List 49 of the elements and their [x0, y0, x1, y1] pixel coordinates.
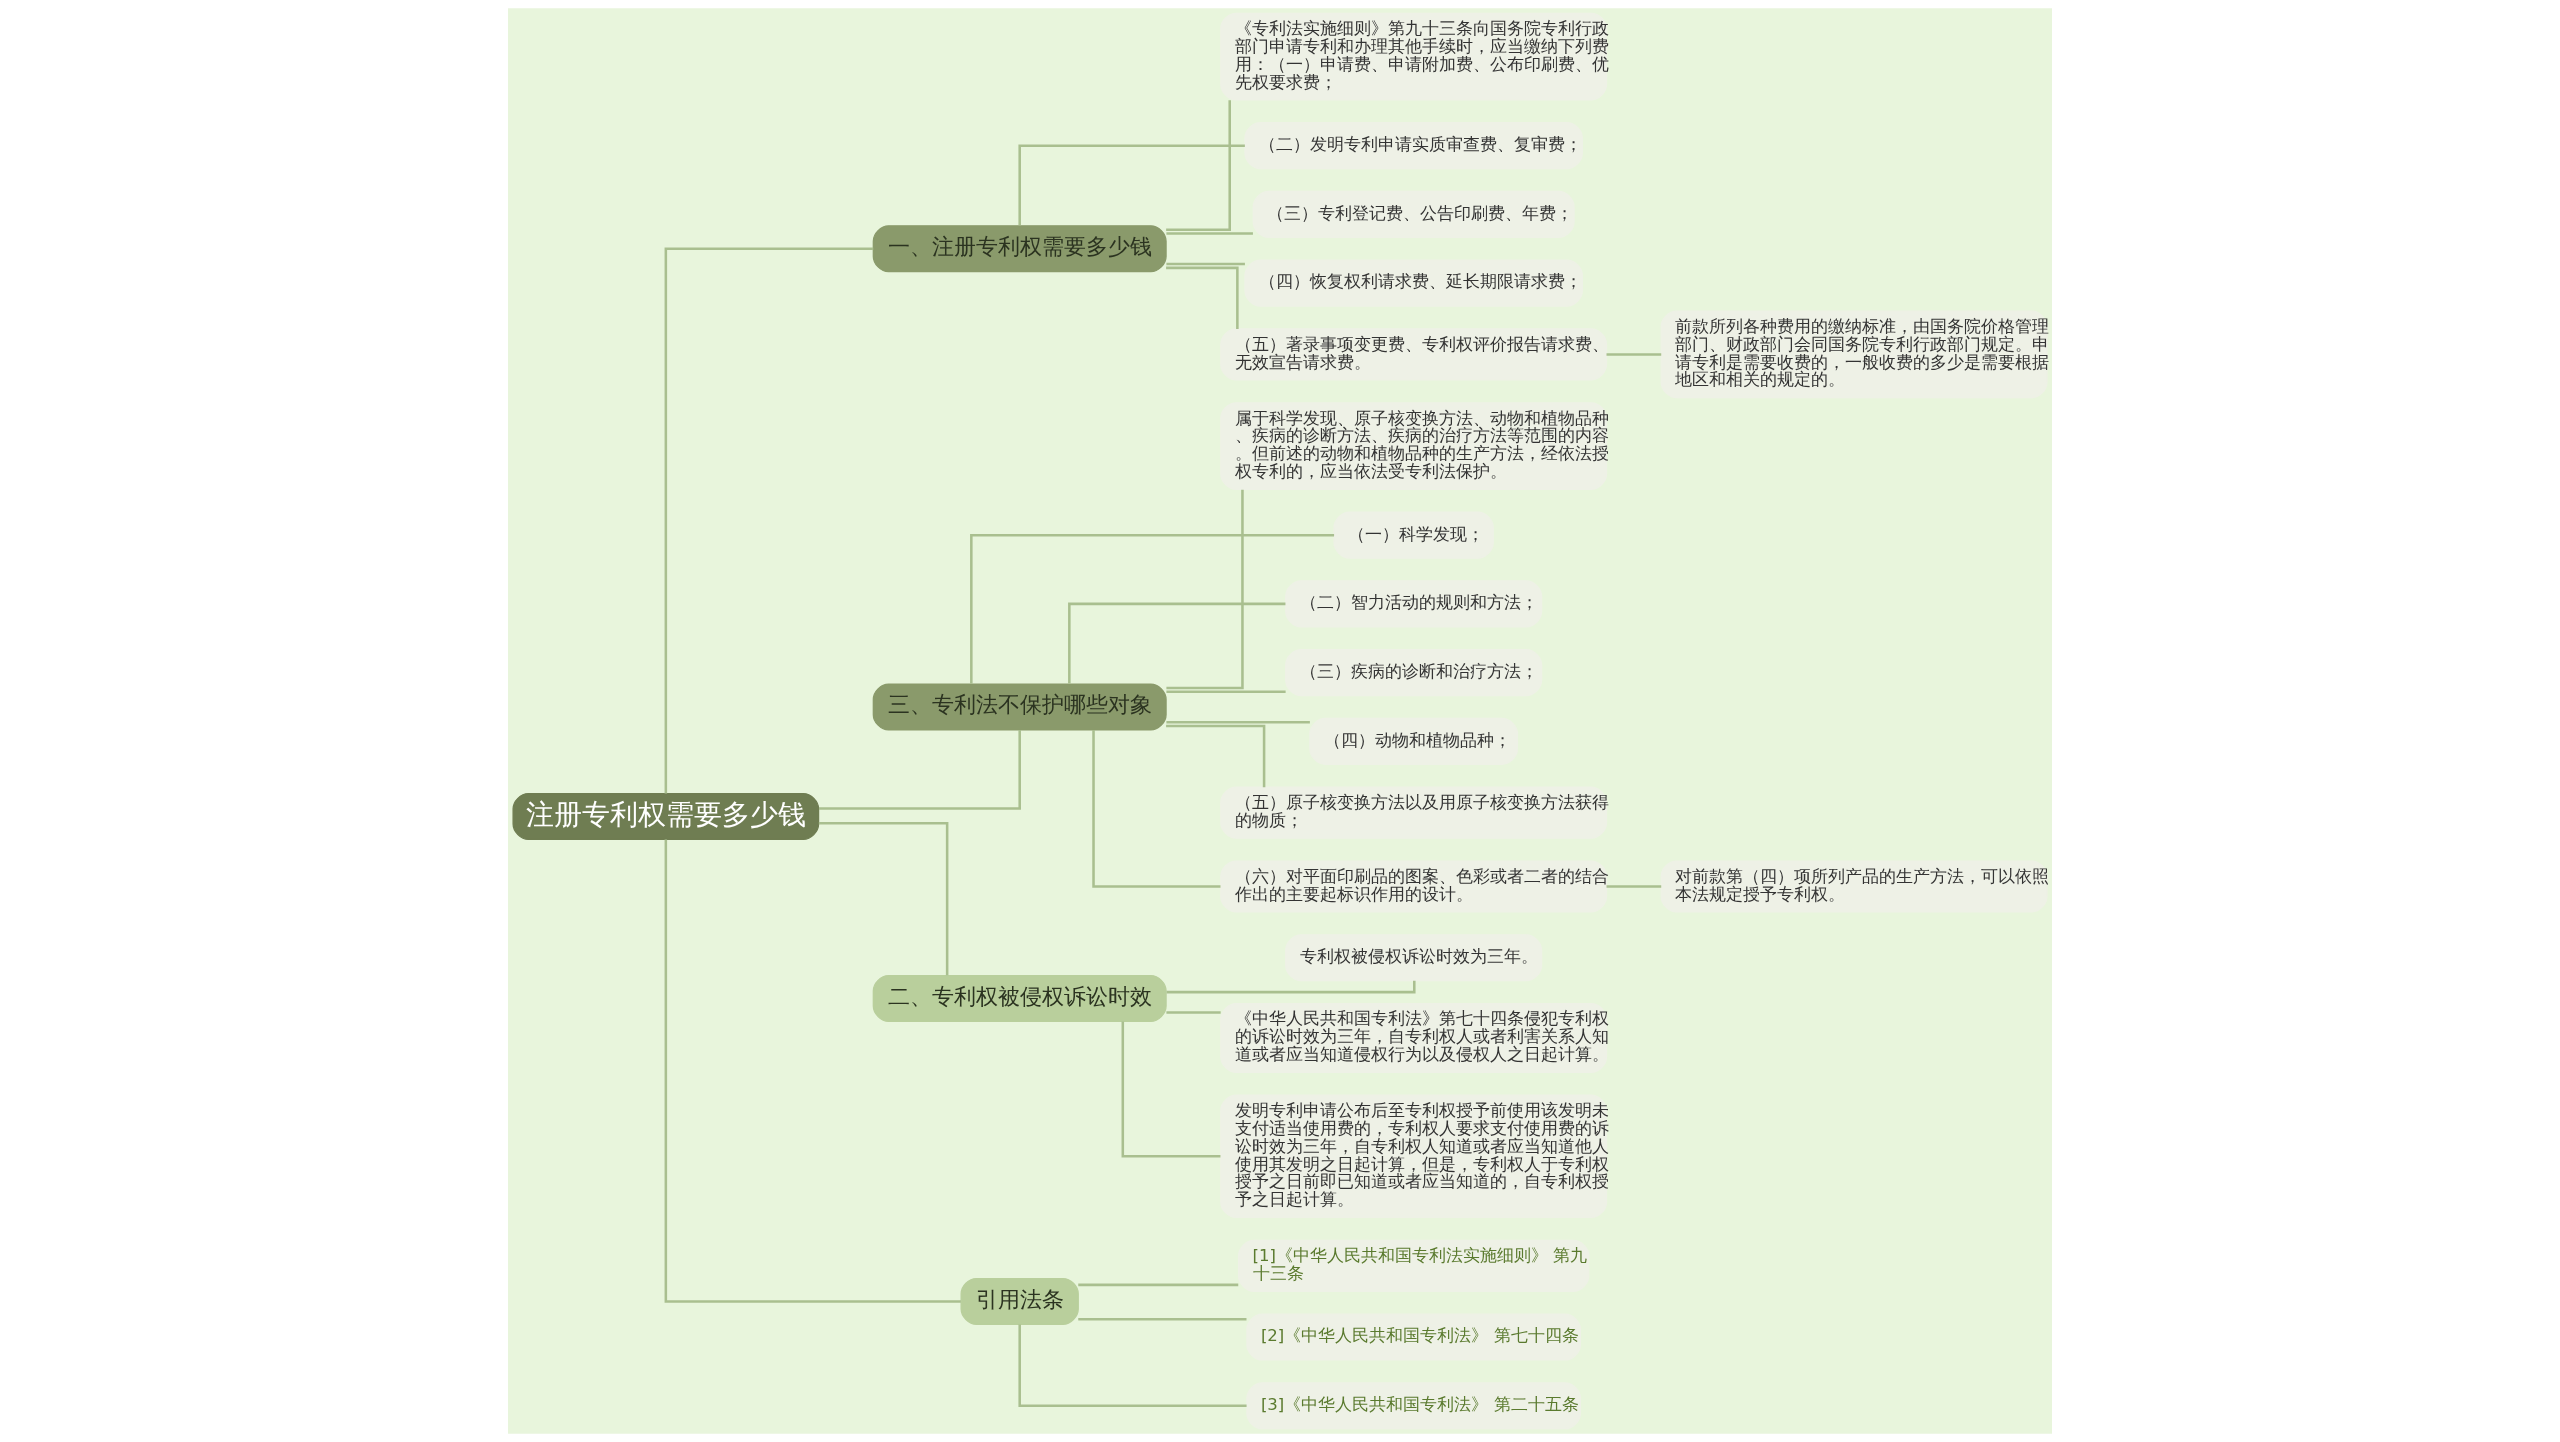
- connector: [664, 247, 874, 794]
- connector: [1166, 489, 1244, 690]
- connector: [1166, 724, 1266, 788]
- node-box: 发明专利申请公布后至专利权授予前使用该发明未支付适当使用费的，专利权人要求支付使用费的诉讼时效为三年，自专利权人知道或者应当知道他人使用其发明之日起计算，但是，专利权人于专利权授予之日前即已知道或者应当知道的，自专利权授予之日起计算。: [1220, 1094, 1608, 1219]
- connector: [1078, 1283, 1239, 1287]
- node-box: 《中华人民共和国专利法》第七十四条侵犯专利权的诉讼时效为三年，自专利权人或者利害关系人知道或者应当知道侵权行为以及侵权人之日起计算。: [1220, 1002, 1608, 1073]
- node-box: （五）原子核变换方法以及用原子核变换方法获得的物质；: [1220, 786, 1608, 839]
- node-box: [2]《中华人民共和国专利法》 第七十四条: [1246, 1313, 1582, 1361]
- connector: [1121, 1021, 1221, 1158]
- node-box: [3]《中华人民共和国专利法》 第二十五条: [1246, 1382, 1582, 1430]
- node-box: （一）科学发现；: [1333, 511, 1494, 559]
- node-box: [1]《中华人民共和国专利法实施细则》 第九十三条: [1238, 1239, 1590, 1292]
- connector: [1166, 690, 1286, 693]
- node-box: 注册专利权需要多少钱: [512, 792, 820, 840]
- node-box: 一、注册专利权需要多少钱: [872, 225, 1167, 273]
- connector: [1166, 266, 1239, 329]
- node-box: （四）恢复权利请求费、延长期限请求费；: [1244, 259, 1583, 307]
- node-box: （五）著录事项变更费、专利权评价报告请求费、无效宣告请求费。: [1220, 328, 1608, 381]
- node-box: （六）对平面印刷品的图案、色彩或者二者的结合作出的主要起标识作用的设计。: [1220, 860, 1608, 913]
- connector: [1018, 1324, 1247, 1408]
- connector: [664, 839, 961, 1303]
- connector: [819, 730, 1021, 810]
- connector: [1166, 980, 1416, 994]
- node-box: 二、专利权被侵权诉讼时效: [872, 974, 1167, 1023]
- connector: [1166, 721, 1310, 724]
- connector: [1606, 353, 1662, 356]
- connector: [1166, 100, 1231, 231]
- connector: [1166, 262, 1245, 266]
- node-box: （四）动物和植物品种；: [1309, 717, 1519, 765]
- node-box: 对前款第（四）项所列产品的生产方法，可以依照本法规定授予专利权。: [1660, 860, 2048, 913]
- node-box: 《专利法实施细则》第九十三条向国务院专利行政部门申请专利和办理其他手续时，应当缴纳下列费用：（一）申请费、申请附加费、公布印刷费、优先权要求费；: [1220, 12, 1608, 101]
- connector: [1068, 602, 1286, 684]
- node-box: 专利权被侵权诉讼时效为三年。: [1285, 934, 1543, 982]
- connector: [1078, 1317, 1247, 1321]
- connector: [1018, 144, 1245, 226]
- node-box: （二）智力活动的规则和方法；: [1285, 580, 1543, 628]
- node-box: 前款所列各种费用的缴纳标准，由国务院价格管理部门、财政部门会同国务院专利行政部门规定。申请专利是需要收费的，一般收费的多少是需要根据地区和相关的规定的。: [1660, 310, 2048, 399]
- connector: [1166, 1011, 1221, 1014]
- connector: [818, 821, 949, 976]
- node-box: 引用法条: [960, 1277, 1079, 1325]
- node-box: 属于科学发现、原子核变换方法、动物和植物品种、疾病的诊断方法、疾病的治疗方法等范围的内容。但前述的动物和植物品种的生产方法，经依法授权专利的，应当依法受专利法保护。: [1220, 402, 1608, 490]
- node-box: 三、专利法不保护哪些对象: [872, 683, 1167, 731]
- node-box: （三）疾病的诊断和治疗方法；: [1285, 649, 1543, 697]
- node-box: （三）专利登记费、公告印刷费、年费；: [1252, 190, 1575, 238]
- node-box: （二）发明专利申请实质审查费、复审费；: [1244, 122, 1583, 170]
- connector: [1606, 885, 1662, 888]
- connector: [1092, 730, 1221, 888]
- connector: [1166, 232, 1253, 235]
- connector: [970, 533, 1335, 684]
